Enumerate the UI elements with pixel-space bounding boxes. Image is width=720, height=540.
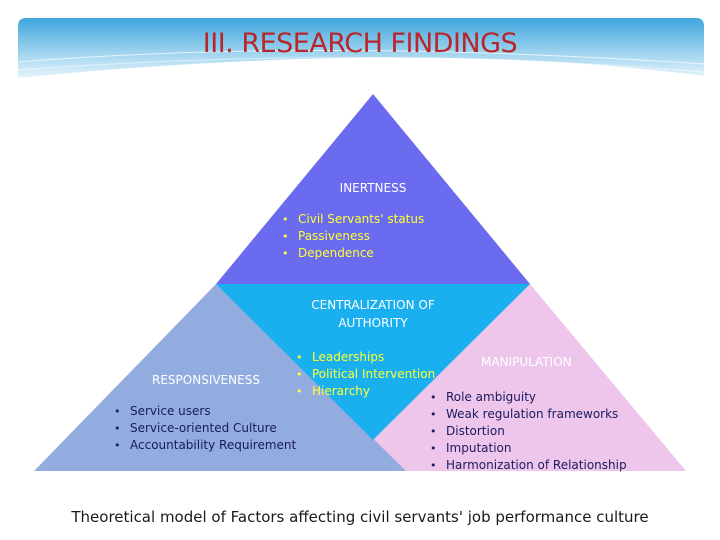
responsiveness-list: Service users Service-oriented Culture A… <box>112 403 296 454</box>
manipulation-item: Harmonization of Relationship <box>428 457 627 474</box>
centralization-label: CENTRALIZATION OF AUTHORITY <box>311 298 435 330</box>
manipulation-item: Distortion <box>428 423 627 440</box>
diagram-caption: Theoretical model of Factors affecting c… <box>71 508 649 526</box>
inertness-item: Dependence <box>280 245 424 262</box>
responsiveness-item: Service users <box>112 403 296 420</box>
manipulation-label: MANIPULATION <box>481 355 572 369</box>
title-banner <box>18 18 704 78</box>
centralization-item: Leaderships <box>294 349 435 366</box>
centralization-item: Hierarchy <box>294 383 435 400</box>
inertness-list: Civil Servants' status Passiveness Depen… <box>280 211 424 262</box>
centralization-list: Leaderships Political Intervention Hiera… <box>294 349 435 400</box>
responsiveness-label: RESPONSIVENESS <box>152 373 260 387</box>
manipulation-item: Imputation <box>428 440 627 457</box>
manipulation-item: Weak regulation frameworks <box>428 406 627 423</box>
inertness-item: Civil Servants' status <box>280 211 424 228</box>
centralization-item: Political Intervention <box>294 366 435 383</box>
manipulation-list: Role ambiguity Weak regulation framework… <box>428 389 627 474</box>
manipulation-item: Role ambiguity <box>428 389 627 406</box>
inertness-item: Passiveness <box>280 228 424 245</box>
inertness-label: INERTNESS <box>339 181 407 195</box>
page-title: III. RESEARCH FINDINGS <box>202 28 518 59</box>
responsiveness-item: Service-oriented Culture <box>112 420 296 437</box>
responsiveness-item: Accountability Requirement <box>112 437 296 454</box>
